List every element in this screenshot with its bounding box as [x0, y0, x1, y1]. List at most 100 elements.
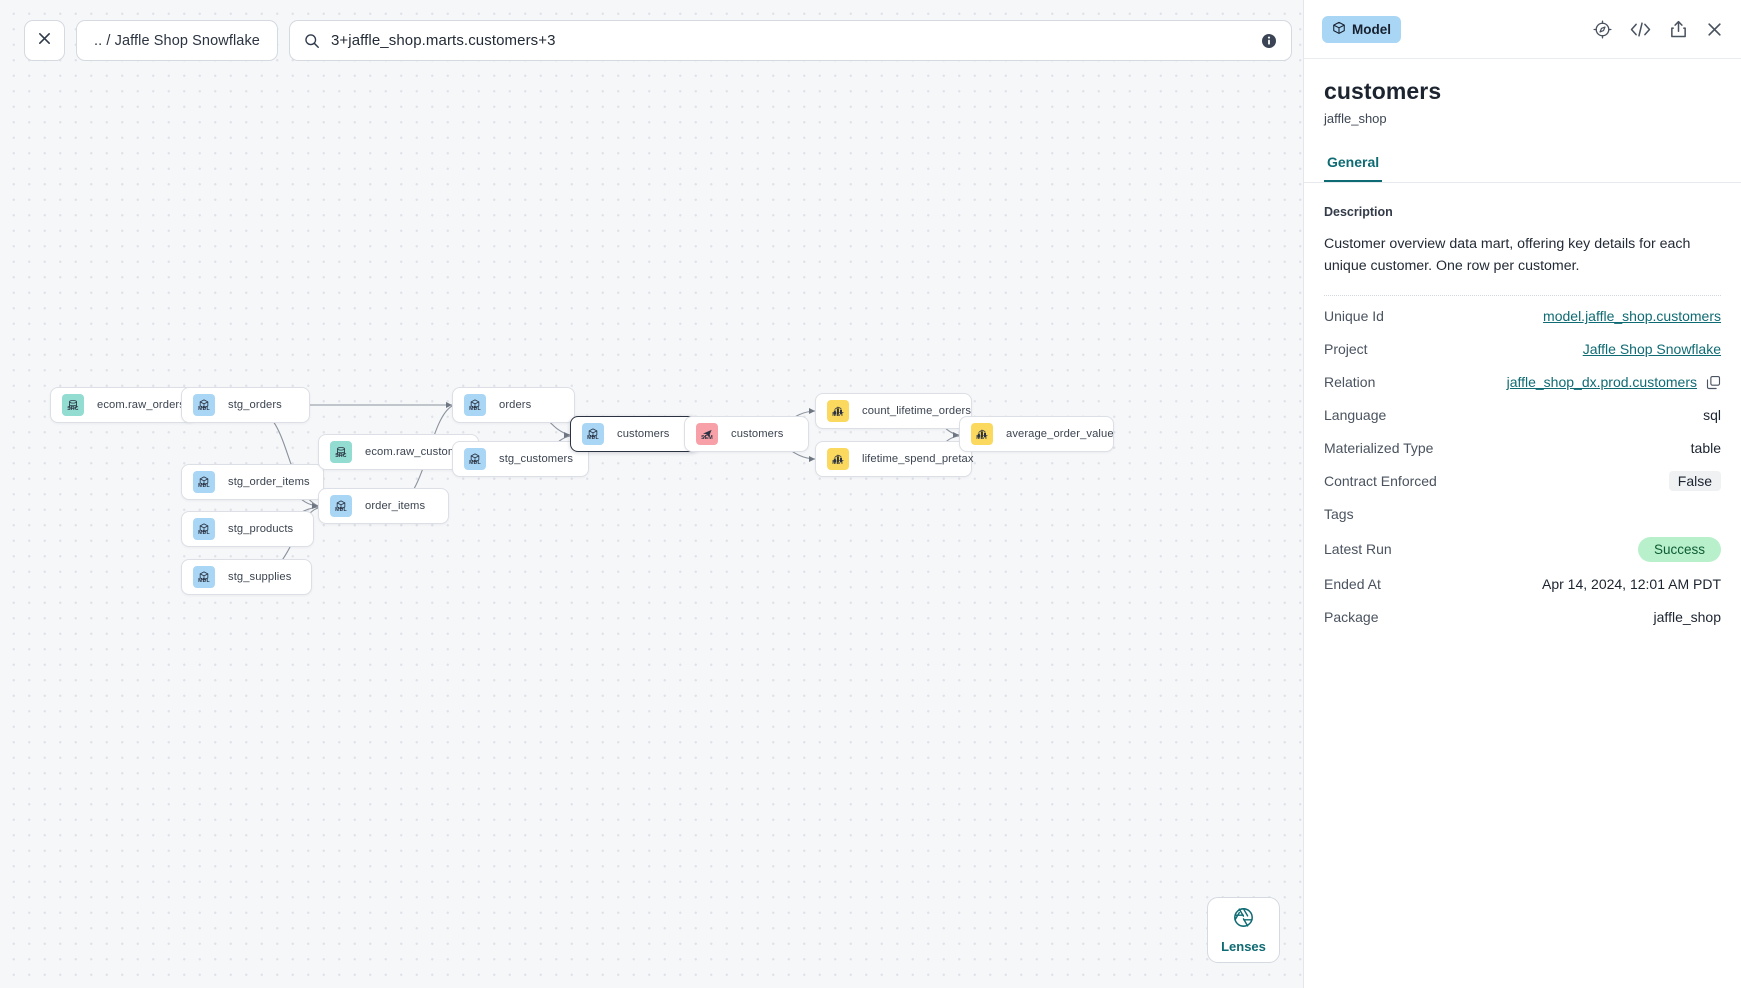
- explore-icon[interactable]: [1593, 19, 1612, 39]
- description-label: Description: [1324, 205, 1393, 219]
- details-panel-header: Model: [1304, 0, 1741, 59]
- lineage-node-stg_supplies[interactable]: MDL stg_supplies: [181, 559, 312, 595]
- field-key: Project: [1324, 341, 1368, 358]
- lineage-node-label: stg_customers: [499, 453, 574, 465]
- close-icon: [37, 31, 52, 51]
- close-lineage-button[interactable]: [24, 20, 65, 61]
- field-row: Package jaffle_shop: [1324, 601, 1721, 634]
- node-type-badge-mdl-icon: MDL: [193, 394, 215, 416]
- breadcrumb[interactable]: .. / Jaffle Shop Snowflake: [76, 20, 278, 61]
- panel-title-block: customers jaffle_shop: [1304, 59, 1741, 126]
- node-type-label: Model: [1352, 21, 1391, 37]
- lineage-node-stg_orders[interactable]: MDL stg_orders: [181, 387, 310, 423]
- field-row: Materialized Type table: [1324, 432, 1721, 465]
- cube-icon: [1332, 21, 1346, 38]
- close-panel-icon[interactable]: [1706, 21, 1723, 38]
- lenses-label: Lenses: [1221, 938, 1266, 954]
- node-type-badge-met-icon: MET: [971, 423, 993, 445]
- node-type-badge-mdl-icon: MDL: [464, 394, 486, 416]
- field-key: Relation: [1324, 374, 1376, 391]
- info-icon[interactable]: [1261, 33, 1277, 49]
- search-icon: [304, 33, 320, 49]
- node-type-badge-mdl-icon: MDL: [464, 448, 486, 470]
- search-input[interactable]: 3+jaffle_shop.marts.customers+3: [288, 20, 1292, 61]
- lineage-node-label: order_items: [365, 500, 426, 512]
- field-key: Package: [1324, 609, 1379, 626]
- field-value: sql: [1703, 407, 1721, 424]
- node-type-badge-src-icon: SRC: [62, 394, 84, 416]
- field-key: Latest Run: [1324, 541, 1392, 558]
- field-row: Language sql: [1324, 399, 1721, 432]
- node-type-badge-met-icon: MET: [827, 448, 849, 470]
- field-value[interactable]: Jaffle Shop Snowflake: [1582, 341, 1721, 358]
- node-type-badge-mdl-icon: MDL: [193, 566, 215, 588]
- canvas-toolbar: .. / Jaffle Shop Snowflake 3+jaffle_shop…: [24, 20, 1303, 61]
- lineage-node-average_order_value[interactable]: MET average_order_value: [959, 416, 1114, 452]
- lineage-node-label: average_order_value: [1006, 428, 1114, 440]
- lineage-node-label: stg_order_items: [228, 476, 310, 488]
- lineage-node-stg_customers[interactable]: MDL stg_customers: [452, 441, 589, 477]
- field-row: Ended At Apr 14, 2024, 12:01 AM PDT: [1324, 568, 1721, 601]
- field-value: Apr 14, 2024, 12:01 AM PDT: [1542, 576, 1721, 593]
- page-title: customers: [1324, 78, 1442, 104]
- field-row: Tags: [1324, 498, 1721, 531]
- lineage-node-label: stg_supplies: [228, 571, 292, 583]
- field-value: table: [1690, 440, 1721, 457]
- node-type-badge-mdl-icon: MDL: [582, 423, 604, 445]
- panel-subtitle: jaffle_shop: [1324, 111, 1387, 126]
- panel-tabs: General: [1304, 148, 1741, 183]
- lineage-node-label: customers: [731, 428, 784, 440]
- details-panel: Model: [1303, 0, 1741, 988]
- lenses-button[interactable]: Lenses: [1207, 897, 1280, 963]
- field-row: Latest Run Success: [1324, 531, 1721, 568]
- aperture-icon: [1233, 907, 1254, 933]
- field-value: False: [1668, 471, 1721, 492]
- lineage-node-label: stg_orders: [228, 399, 282, 411]
- field-key: Language: [1324, 407, 1387, 424]
- copy-icon[interactable]: [1706, 375, 1721, 390]
- node-type-badge-mdl-icon: MDL: [193, 471, 215, 493]
- panel-body: Description Customer overview data mart,…: [1304, 183, 1741, 988]
- field-row: Relation jaffle_shop_dx.prod.customers: [1324, 366, 1721, 399]
- field-row: Contract Enforced False: [1324, 465, 1721, 498]
- panel-header-actions: [1593, 19, 1723, 39]
- lineage-node-label: lifetime_spend_pretax: [862, 453, 974, 465]
- share-icon[interactable]: [1669, 20, 1688, 39]
- lineage-node-order_items[interactable]: MDL order_items: [318, 488, 449, 524]
- code-icon[interactable]: [1630, 20, 1651, 39]
- field-key: Ended At: [1324, 576, 1381, 593]
- lineage-node-ecom_raw_orders[interactable]: SRC ecom.raw_orders: [50, 387, 197, 423]
- node-type-badge-mdl-icon: MDL: [330, 495, 352, 517]
- node-type-badge-mdl-icon: MDL: [193, 518, 215, 540]
- lineage-node-stg_order_items[interactable]: MDL stg_order_items: [181, 464, 324, 500]
- field-value[interactable]: Success: [1637, 536, 1721, 562]
- divider: [1324, 294, 1721, 296]
- field-key: Tags: [1324, 506, 1354, 523]
- lineage-node-label: count_lifetime_orders: [862, 405, 972, 417]
- node-type-chip[interactable]: Model: [1322, 15, 1401, 43]
- field-value: jaffle_shop: [1653, 609, 1721, 626]
- node-type-badge-src-icon: SRC: [330, 441, 352, 463]
- breadcrumb-label: .. / Jaffle Shop Snowflake: [94, 32, 260, 49]
- field-value-group: jaffle_shop_dx.prod.customers: [1507, 374, 1721, 390]
- lineage-node-lifetime_spend_pretax[interactable]: MET lifetime_spend_pretax: [815, 441, 974, 477]
- tab-general[interactable]: General: [1324, 148, 1383, 182]
- description-text: Customer overview data mart, offering ke…: [1324, 236, 1691, 275]
- field-row: Project Jaffle Shop Snowflake: [1324, 333, 1721, 366]
- field-value-link[interactable]: jaffle_shop_dx.prod.customers: [1506, 374, 1697, 391]
- lineage-node-label: ecom.raw_orders: [97, 399, 185, 411]
- field-value[interactable]: model.jaffle_shop.customers: [1543, 308, 1721, 325]
- field-key: Materialized Type: [1324, 440, 1434, 457]
- field-key: Contract Enforced: [1324, 473, 1437, 490]
- lineage-node-label: orders: [499, 399, 532, 411]
- lineage-node-orders[interactable]: MDL orders: [452, 387, 575, 423]
